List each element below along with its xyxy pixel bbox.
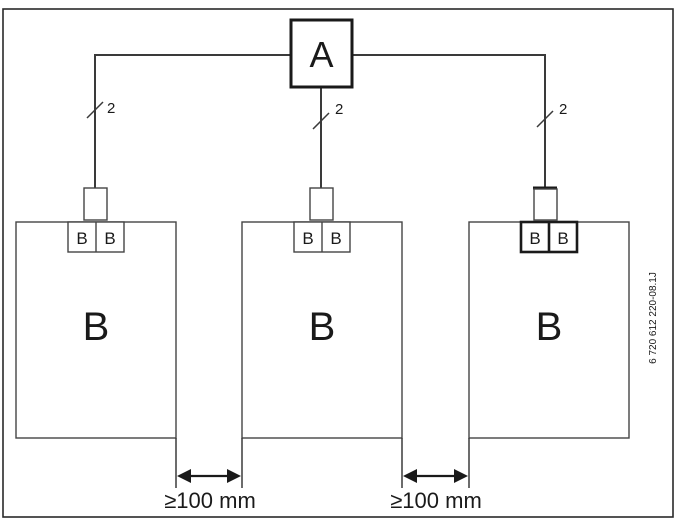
spacing-label: ≥100 mm [164, 488, 256, 513]
unit-body [241, 221, 403, 439]
reference-code: 6 720 612 220-08.1J [648, 272, 659, 364]
wire-count-label: 2 [335, 101, 343, 118]
spacing-dimension-2: ≥100 mm [390, 438, 482, 513]
arrow-right [454, 469, 468, 483]
controller-box [289, 18, 354, 89]
unit-label: B [536, 305, 563, 349]
wire-count-tick [312, 112, 330, 130]
connector-label-left: B [76, 229, 87, 248]
terminal-plug [309, 187, 334, 221]
bus-wire-right [352, 54, 546, 188]
terminal-plug [533, 188, 558, 221]
spacing-label: ≥100 mm [390, 488, 482, 513]
spacing-dimension-1: ≥100 mm [164, 438, 256, 513]
connector-label-left: B [302, 229, 313, 248]
unit-2: 2 B B B [241, 101, 403, 439]
controller-label: A [309, 34, 333, 75]
connector-label-right: B [104, 229, 115, 248]
wire-count-label: 2 [559, 101, 567, 118]
connector-label-right: B [557, 229, 568, 248]
terminal-plug [83, 187, 108, 221]
wire-count-label: 2 [107, 100, 115, 117]
unit-3: 2 B B B [468, 101, 630, 439]
unit-label: B [309, 305, 336, 349]
unit-1: 2 B B B [15, 100, 177, 439]
arrow-left [403, 469, 417, 483]
wire-count-tick [536, 110, 554, 128]
connector-label-left: B [529, 229, 540, 248]
connector-label-right: B [330, 229, 341, 248]
arrow-right [227, 469, 241, 483]
unit-body [15, 221, 177, 439]
wire-count-tick [86, 101, 104, 119]
unit-label: B [83, 305, 110, 349]
arrow-left [177, 469, 191, 483]
bus-wire-left [94, 54, 290, 188]
